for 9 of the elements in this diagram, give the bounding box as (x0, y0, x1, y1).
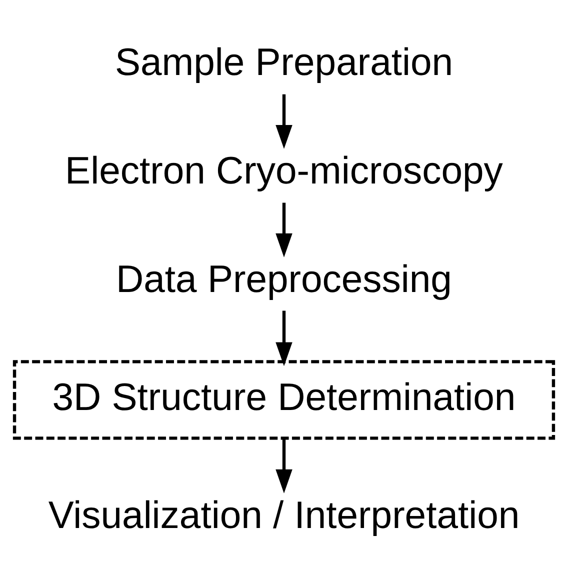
arrow (276, 202, 292, 258)
node-box: 3D Structure Determination (12, 360, 556, 440)
arrow (276, 310, 292, 366)
node-text: Sample Preparation (114, 40, 454, 84)
arrow (276, 94, 292, 149)
node-text: Data Preprocessing (116, 258, 452, 301)
node-text: Electron Cryo-microscopy (65, 149, 503, 192)
arrow (276, 438, 292, 494)
node-text: Visualization / Interpretation (48, 494, 520, 537)
